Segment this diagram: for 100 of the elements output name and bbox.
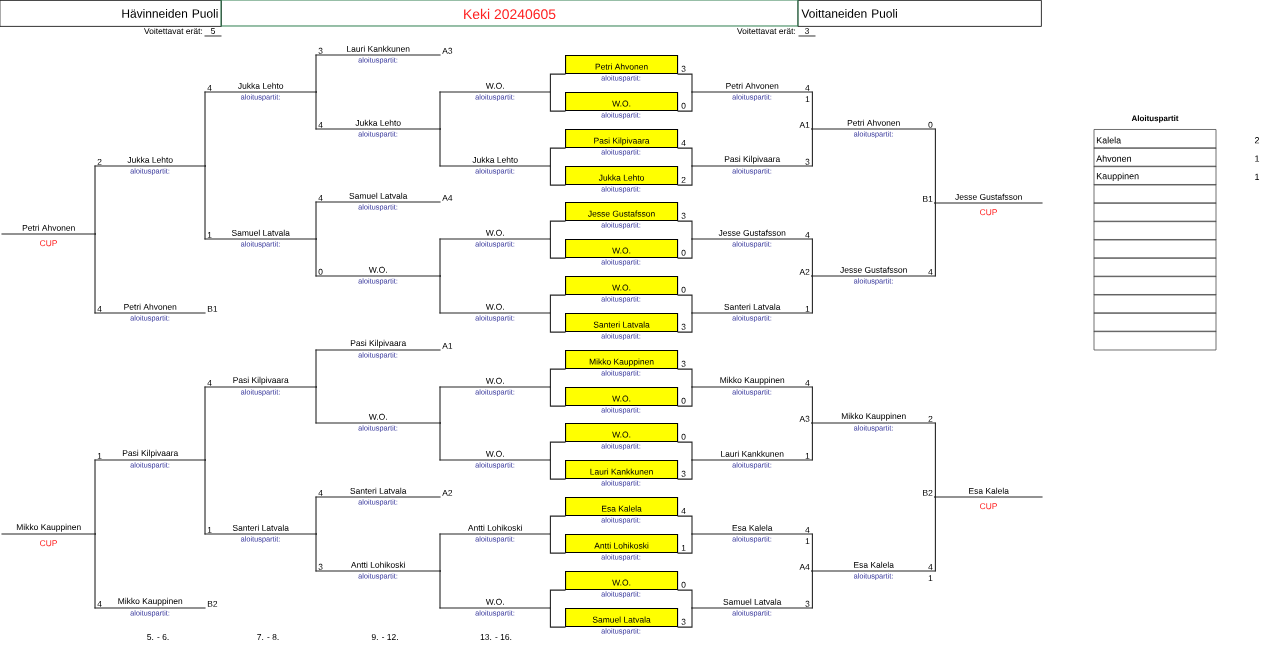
score: 0 [681,249,686,256]
table-value: 2 [1254,137,1260,144]
player-box: Lauri Kankkunen [565,460,679,480]
bracket-line [811,570,813,609]
score: 1 [207,526,212,533]
seed-label: B2 [207,600,218,607]
score: 3 [318,563,323,570]
bracket-line [677,386,693,407]
bracket-line [315,54,317,93]
score: 1 [805,96,810,102]
score: 0 [318,268,323,275]
cup-label: CUP [40,540,57,547]
bracket-line [549,533,566,554]
score: 2 [928,415,933,422]
score: 0 [928,121,933,128]
table-cell: Kalela [1093,129,1217,149]
score: 4 [928,563,933,570]
bracket-line [811,275,813,314]
bracket-line [94,459,96,535]
bracket-line [811,386,813,424]
score: 3 [681,470,686,477]
bracket-line [94,533,96,609]
bracket-slot: W.O. [439,229,551,240]
bracket-line [439,128,441,167]
bracket-line [94,165,96,235]
bracket-line [677,459,693,480]
bracket-line [439,422,441,461]
bracket-line [315,496,317,535]
bracket-slot: Petri Ahvonen [1,224,96,235]
bracket-line [204,91,206,167]
cup-label: CUP [980,209,997,216]
bracket-line [677,589,693,609]
bracket-line [677,607,693,628]
score: 3 [681,323,686,330]
round-label: 9. - 12. [371,634,398,640]
seed-label: A2 [442,489,453,496]
score: 3 [681,360,686,367]
seed-label: B1 [923,195,933,202]
bracket-line [439,275,441,314]
score: 3 [805,600,810,607]
score: 4 [805,231,810,238]
score: 3 [805,158,810,165]
bracket-line [549,459,566,480]
player-box: W.O. [565,92,679,112]
header-box: Voittaneiden Puoli [798,0,1042,27]
player-box: W.O. [565,276,679,296]
player-box: Petri Ahvonen [565,55,679,75]
rule-value: 3 [798,28,816,37]
player-box: Samuel Latvala [565,608,679,628]
score: 1 [681,544,686,551]
player-box: Pasi Kilpivaara [565,129,679,149]
bracket-line [811,533,813,572]
bracket-line [811,422,813,461]
player-box: Jesse Gustafsson [565,202,679,222]
bracket-slot: Antti Lohikoski [439,524,551,535]
bracket-slot: Jesse Gustafsson [934,193,1043,204]
score: 0 [681,102,686,109]
bracket-line [549,441,566,461]
player-box: Antti Lohikoski [565,534,679,554]
bracket-line [934,128,936,204]
score: 0 [681,433,686,440]
seed-label: A3 [799,415,810,422]
bracket-line [677,238,693,259]
round-label: 5. - 6. [147,634,169,640]
bracket-line [677,515,693,535]
score: 1 [805,538,810,544]
seed-label: A1 [799,121,810,128]
player-box: W.O. [565,571,679,591]
score: 0 [681,397,686,404]
score: 4 [805,379,810,386]
seed-label: A1 [442,342,453,349]
score: 1 [97,452,102,459]
bracket-line [677,147,693,167]
seed-label: A4 [799,563,810,570]
bracket-line [677,312,693,333]
score: 3 [318,47,323,54]
bracket-line [315,349,317,388]
seed-label: B1 [207,305,218,312]
cup-label: CUP [40,240,57,247]
bracket-line [549,607,566,628]
bracket-line [439,386,441,424]
bracket-line [315,91,317,130]
bracket-line [811,128,813,167]
bracket-line [677,165,693,186]
score: 3 [681,212,686,219]
bracket-line [439,533,441,572]
bracket-slot: W.O. [439,598,551,609]
player-box: Jukka Lehto [565,166,679,186]
score: 4 [207,84,212,91]
bracket-line [549,91,566,112]
score: 4 [318,489,323,496]
score: 4 [805,84,810,91]
score: 1 [805,305,810,312]
bracket-line [315,238,317,277]
score: 4 [318,121,323,128]
bracket-line [677,294,693,314]
bracket-slot: Mikko Kauppinen [1,523,96,535]
score: 4 [681,507,686,514]
bracket-slot: Jukka Lehto [439,156,551,167]
bracket-line [549,386,566,407]
